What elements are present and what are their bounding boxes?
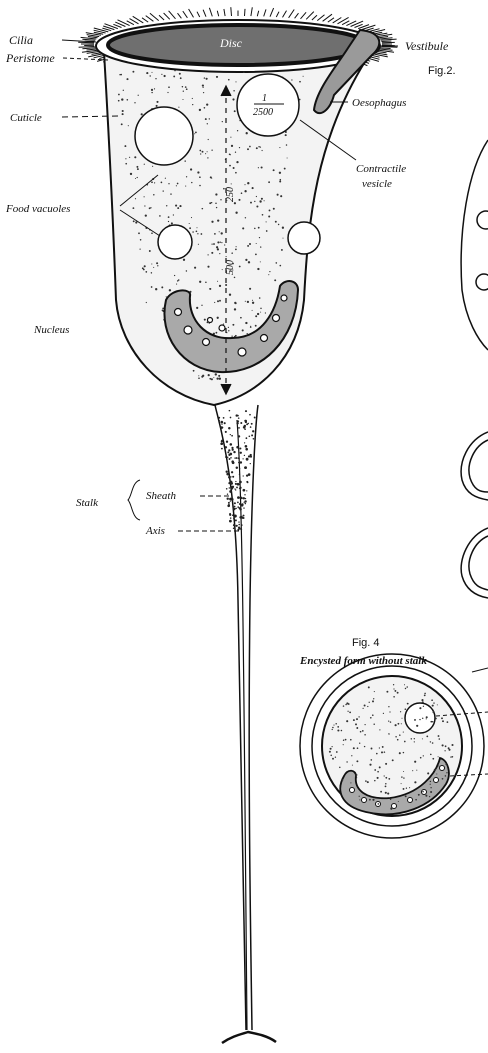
label-contractile-line2: vesicle	[362, 178, 392, 190]
label-nucleus: Nucleus	[33, 324, 69, 336]
scale-measure-250: 250	[225, 187, 236, 202]
label-contractile-line1: Contractile	[356, 163, 406, 175]
stalk-base	[222, 1032, 276, 1043]
scale-measure-500: 500	[225, 260, 236, 275]
fig4-label: Fig. 4	[352, 637, 380, 649]
contractile-vesicle	[237, 74, 299, 136]
label-vestibule: Vestibule	[405, 39, 449, 53]
stalk-axis	[237, 420, 247, 1030]
fig2-partial	[461, 140, 488, 598]
label-peristome: Peristome	[5, 51, 55, 65]
food-vacuole	[288, 222, 320, 254]
fig4-encysted-form	[300, 654, 488, 838]
label-cilia: Cilia	[9, 33, 33, 47]
fig2-label: Fig.2.	[428, 65, 456, 77]
scale-fraction-denominator: 2500	[253, 107, 273, 118]
fig4-caption: Encysted form without stalk	[299, 655, 427, 667]
label-stalk: Stalk	[76, 497, 99, 509]
food-vacuole	[135, 107, 193, 165]
label-cuticle: Cuticle	[10, 112, 42, 124]
label-disc: Disc	[219, 36, 243, 50]
scale-fraction-numerator: 1	[262, 93, 267, 104]
label-oesophagus: Oesophagus	[352, 97, 406, 109]
label-axis: Axis	[145, 525, 165, 537]
label-food-vacuoles: Food vacuoles	[5, 203, 70, 215]
stalk-sheath	[215, 405, 258, 1030]
label-sheath: Sheath	[146, 490, 176, 502]
food-vacuole	[158, 225, 192, 259]
